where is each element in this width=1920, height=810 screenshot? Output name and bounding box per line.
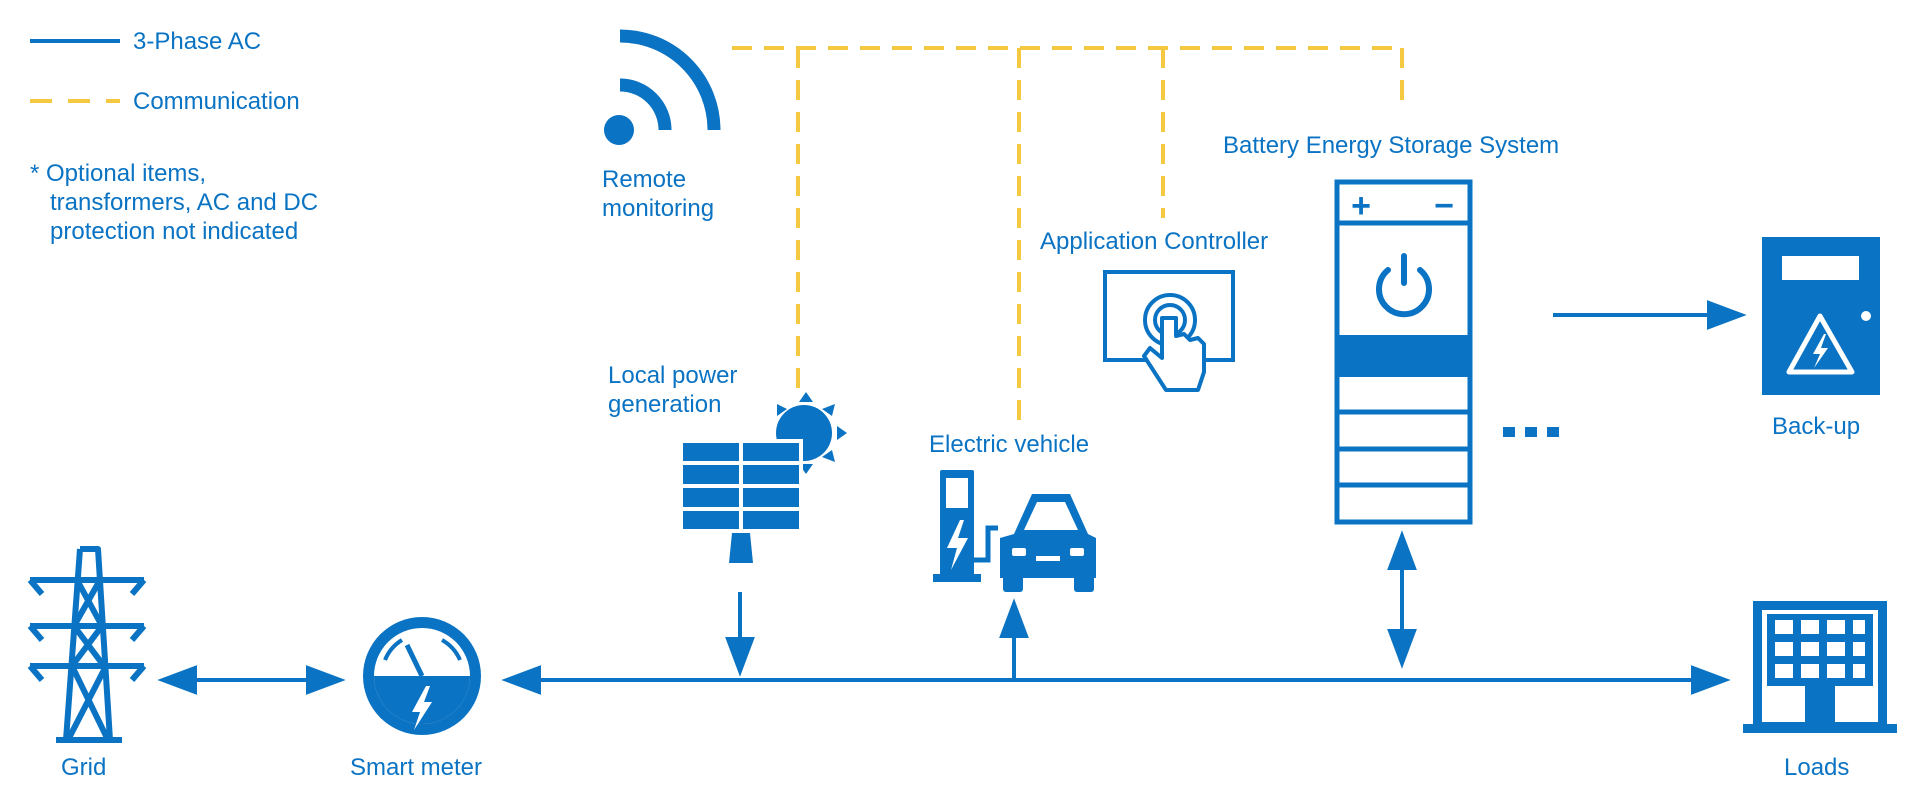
touch-screen-icon [1103,270,1235,392]
arrowhead-meter-side [306,665,346,695]
solar-panel-icon [679,392,847,563]
arrowhead-grid-side [157,665,197,695]
backup-label: Back-up [1772,413,1861,440]
arrowhead-local-power [725,637,755,677]
sun-rays [777,392,847,474]
power-icon [1376,253,1432,318]
loads-label: Loads [1784,754,1850,781]
arrowhead-bus-meter-side [501,665,541,695]
legend-note-line-3: protection not indicated [50,218,299,245]
smart-meter-label: Smart meter [350,754,483,781]
arrowhead-bess-bottom [1387,629,1417,669]
electrical-cabinet-icon [1762,237,1880,395]
ac-network [157,300,1747,695]
arrowhead-bess-top [1387,530,1417,570]
legend-note-line-1: * Optional items, [30,160,207,187]
smart-meter-icon [363,617,481,735]
local-power-label: Local power generation [608,362,738,418]
bess-plus-sign: + [1351,187,1371,225]
ev-charging-icon [933,470,1096,592]
transmission-tower-icon [27,546,147,743]
bess-minus-sign: − [1434,187,1454,225]
legend-note-line-2: transformers, AC and DC [50,189,319,216]
legend-note: * Optional items, transformers, AC and D… [30,159,318,246]
electric-vehicle-label: Electric vehicle [929,431,1090,458]
arrowhead-backup [1707,300,1747,330]
legend-communication-label: Communication [133,88,300,115]
building-icon [1743,601,1897,733]
more-units-ellipsis [1503,427,1559,437]
wifi-signal-icon [604,29,721,145]
legend-ac-label: 3-Phase AC [133,28,262,55]
remote-monitoring-label: Remote monitoring [602,166,715,222]
bess-label: Battery Energy Storage System [1223,132,1560,159]
arrowhead-electric-vehicle [999,598,1029,638]
communication-network [732,46,1404,425]
arrowhead-bus-loads-side [1691,665,1731,695]
battery-rack-icon [1334,179,1473,525]
application-controller-label: Application Controller [1040,228,1269,255]
grid-label: Grid [61,754,107,781]
